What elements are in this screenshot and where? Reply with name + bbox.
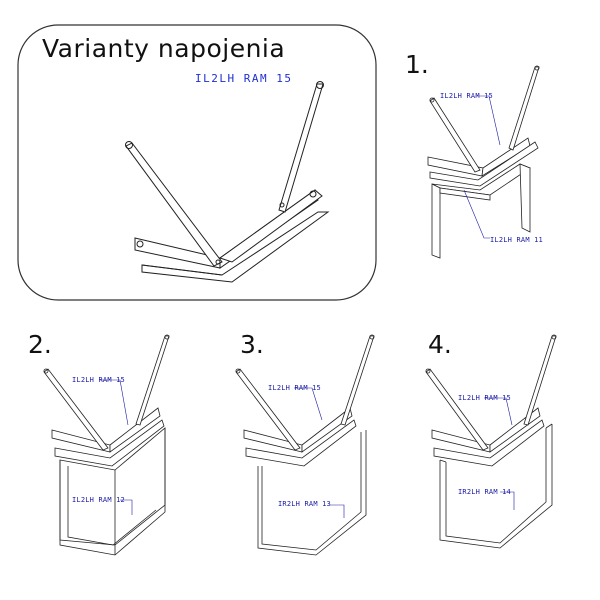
variant-3-label-top: IL2LH RAM 15	[268, 384, 321, 392]
variant-3-drawing	[235, 334, 375, 556]
variant-4-label-top: IL2LH RAM 15	[458, 394, 511, 402]
variant-3-number: 3.	[240, 330, 264, 359]
variant-3-label-bottom: IR2LH RAM 13	[278, 500, 331, 508]
page-title: Varianty napojenia	[42, 34, 286, 63]
main-part-label: IL2LH RAM 15	[195, 72, 293, 85]
variant-4-number: 4.	[428, 330, 452, 359]
variant-1-number: 1.	[405, 50, 429, 79]
variant-2-label-bottom: IL2LH RAM 12	[72, 496, 125, 504]
variant-1-label-bottom: IL2LH RAM 11	[490, 236, 543, 244]
variant-4-label-bottom: IR2LH RAM 14	[458, 488, 511, 496]
main-assembly	[125, 81, 330, 283]
variant-2-number: 2.	[28, 330, 52, 359]
variant-4-drawing	[425, 334, 557, 549]
variant-2-drawing	[43, 334, 170, 556]
variant-1-label-top: IL2LH RAM 15	[440, 92, 493, 100]
variant-1-drawing	[427, 65, 540, 259]
highlight-frame	[17, 24, 377, 301]
variant-2-label-top: IL2LH RAM 15	[72, 376, 125, 384]
